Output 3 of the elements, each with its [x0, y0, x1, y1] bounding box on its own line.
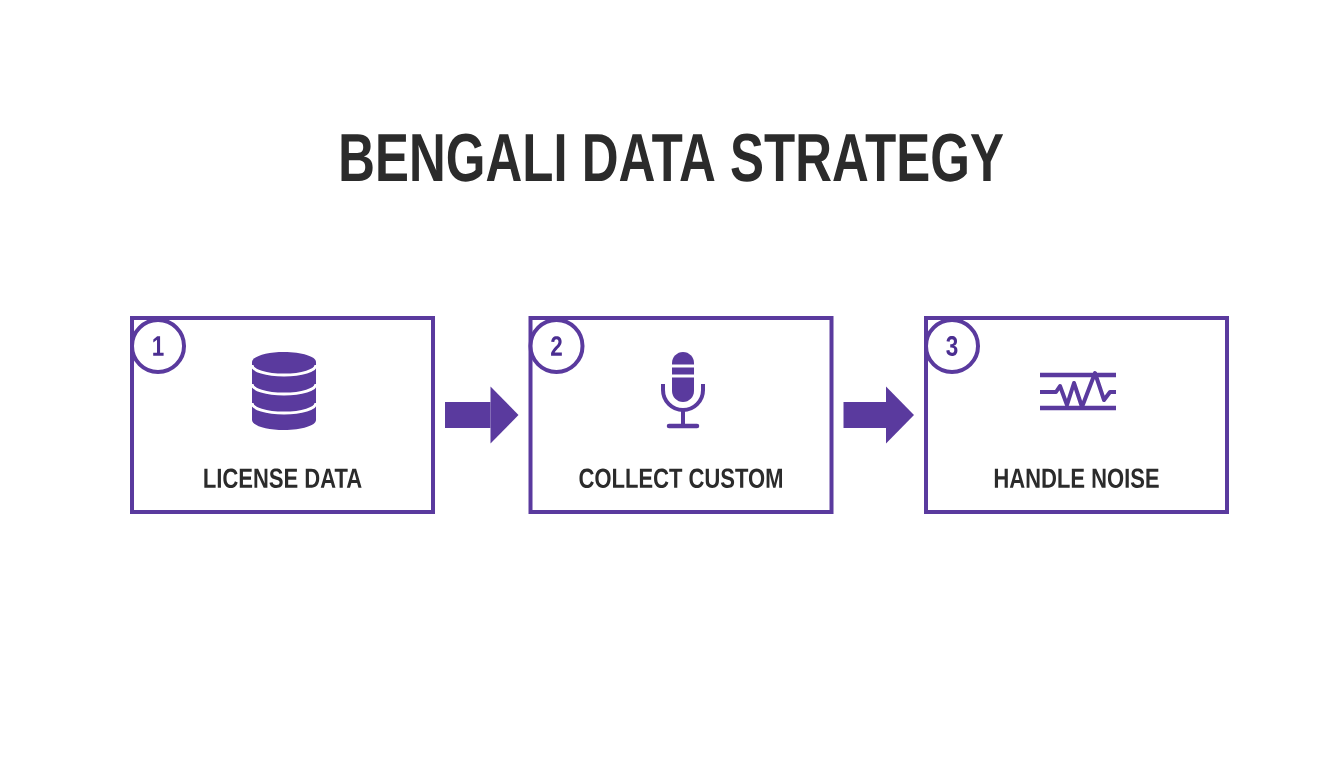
title: BENGALI DATA STRATEGY [341, 133, 1004, 182]
block-arrow [445, 386, 519, 444]
block-arrow [843, 386, 914, 444]
